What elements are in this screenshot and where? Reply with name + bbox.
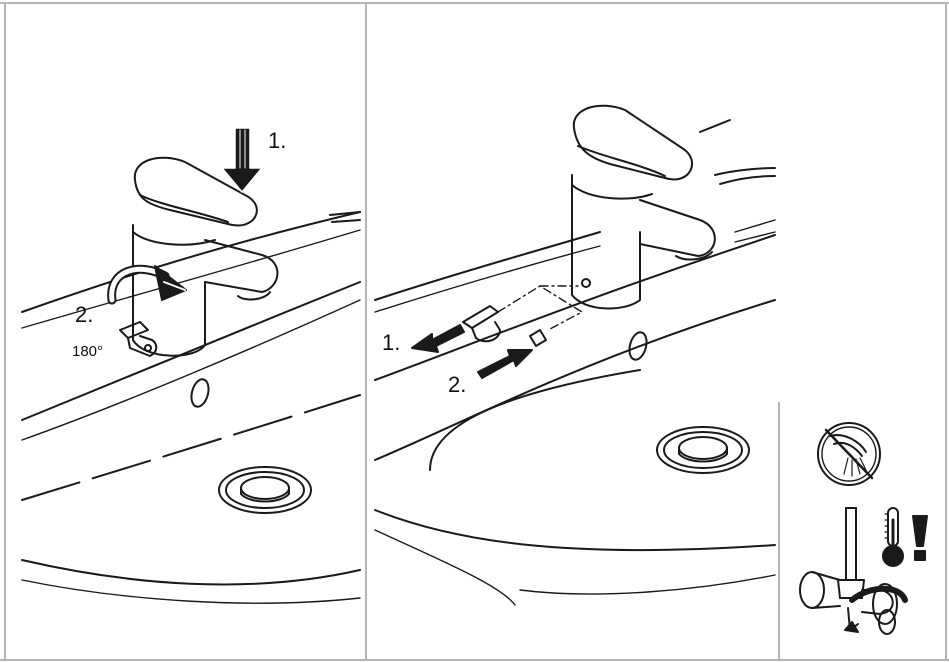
left-step2-label: 2. [75,302,93,328]
left-drain-plug [219,467,311,513]
middle-arrow-left-icon [412,325,464,352]
left-rotate-arrow-icon [112,266,186,300]
left-basin-drawing [22,212,360,603]
middle-arrow-right-icon [478,350,532,378]
middle-faucet [572,106,715,309]
left-faucet [120,158,277,356]
middle-basin-drawing [375,120,775,605]
spray-icon [818,423,880,485]
warning-exclamation-icon [913,516,927,560]
middle-step1-label: 1. [382,330,400,356]
left-arrow-down-icon [222,128,262,192]
angle-valve-icon [800,508,905,634]
middle-drain-plug [657,427,749,473]
middle-step2-label: 2. [448,372,466,398]
thermometer-icon [883,508,903,566]
left-step1-label: 1. [268,128,286,154]
middle-key-and-valve-parts [463,286,582,346]
left-rotation-label: 180° [72,343,103,360]
